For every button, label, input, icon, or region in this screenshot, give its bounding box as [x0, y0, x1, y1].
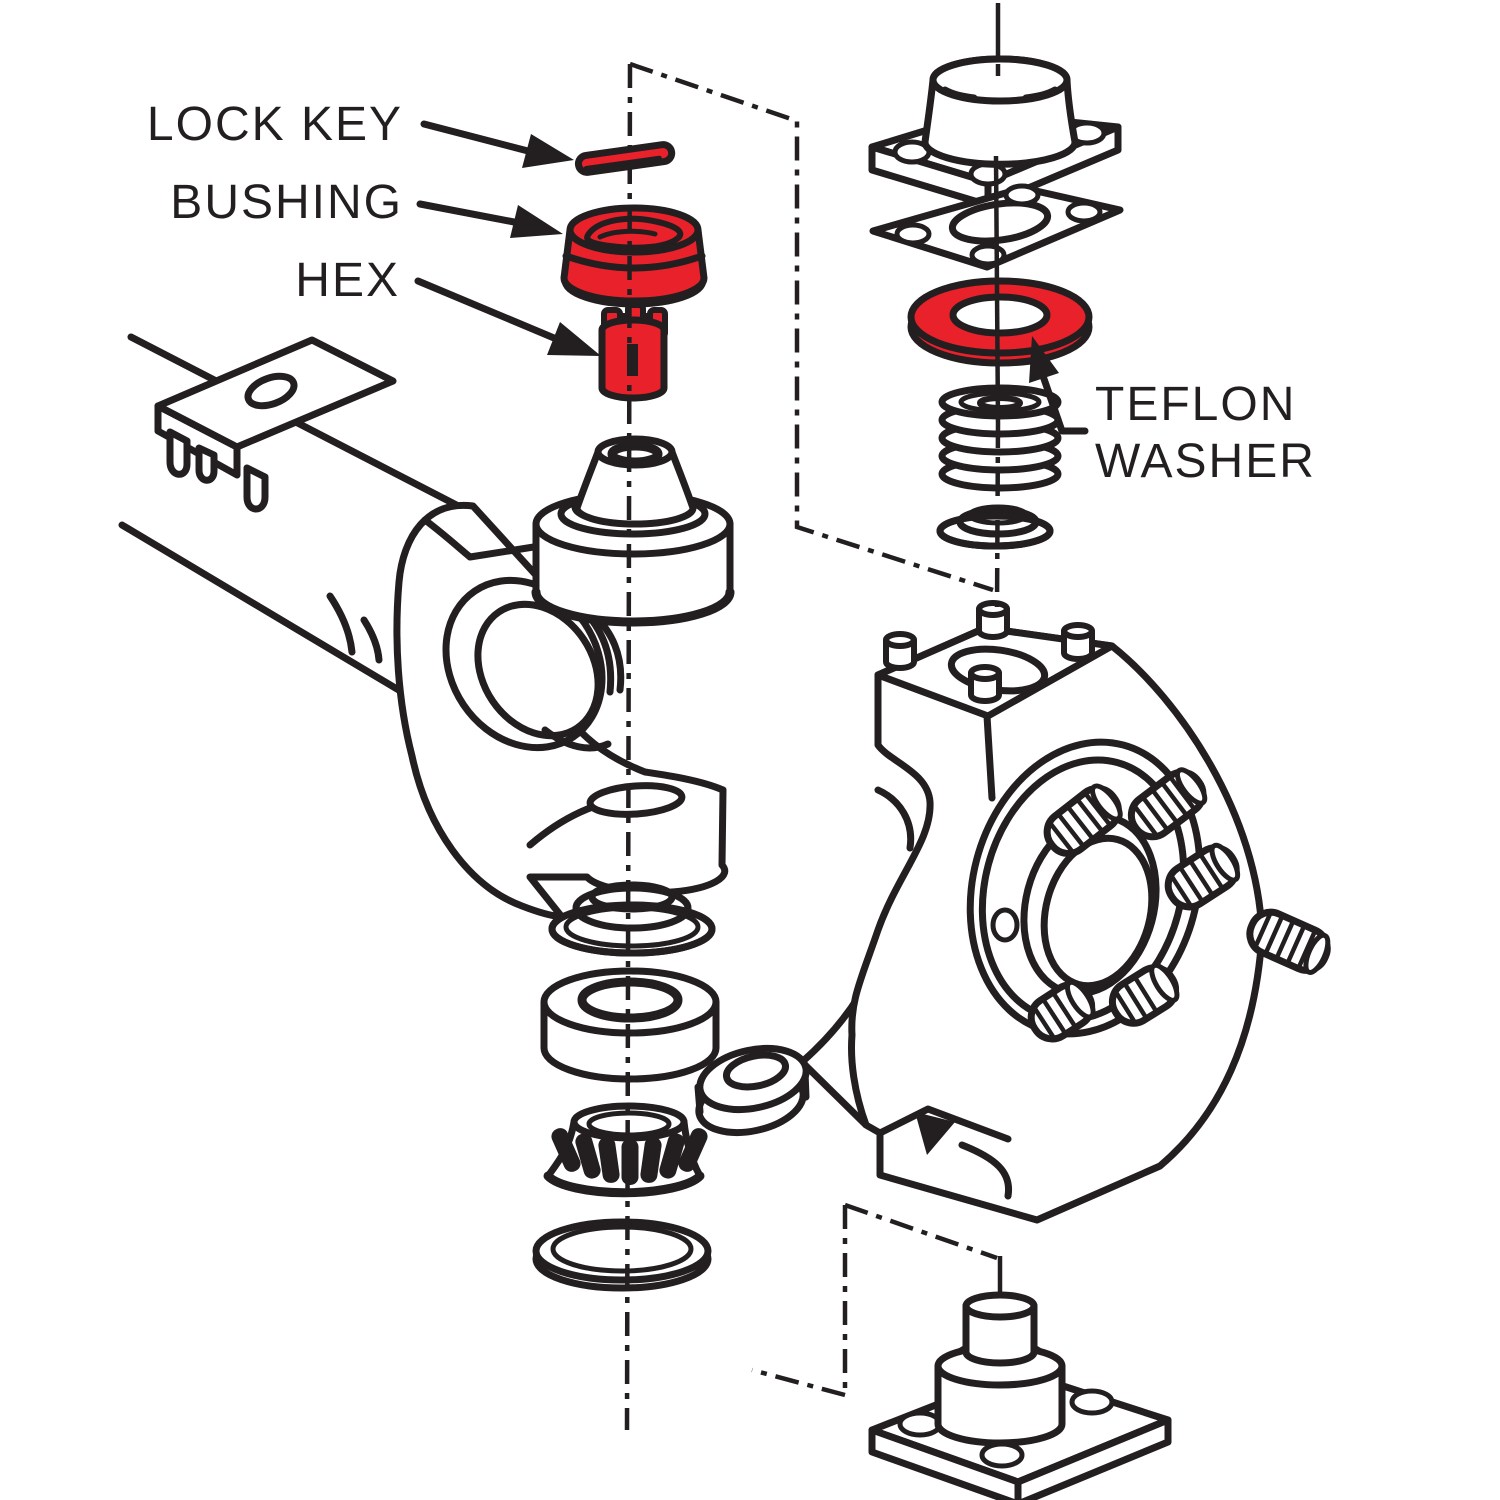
- bushing-leader: [416, 200, 518, 226]
- fold-line-bottom: [751, 1202, 998, 1398]
- fold-line-top: [629, 61, 994, 593]
- wheel-stud: [1127, 767, 1208, 841]
- seal-washer: [532, 1218, 712, 1292]
- wheel-stud: [1108, 962, 1180, 1027]
- axis-line-left: [624, 63, 633, 1431]
- bushing-part: [560, 204, 708, 308]
- boss-stud: [968, 664, 1002, 704]
- boss-stud: [883, 631, 917, 671]
- lock-key-leader: [420, 120, 532, 155]
- dome-washer: [936, 504, 1054, 550]
- label-teflon-washer-line1: TEFLON: [1095, 378, 1296, 431]
- hex-arrowhead-icon: [547, 322, 601, 356]
- caliper-bracket: [876, 1105, 1013, 1200]
- teflon-washer-leader: [1039, 372, 1089, 435]
- lower-kingpin-cap: [751, 1202, 1172, 1500]
- perch-hole: [244, 372, 298, 410]
- axis-line-right: [993, 3, 1001, 611]
- lock-key-arrowhead-icon: [522, 134, 574, 168]
- axle-yoke: [393, 435, 735, 921]
- bushing-arrowhead-icon: [510, 205, 563, 238]
- lock-key-part: [574, 141, 676, 176]
- callouts: LOCK KEY BUSHING HEX TEFLON WASHER: [147, 98, 1316, 488]
- dust-seal: [548, 881, 716, 957]
- steering-arm-eye: [722, 1051, 790, 1091]
- hex-leader: [414, 277, 558, 342]
- label-hex: HEX: [295, 254, 400, 307]
- tapered-roller-bearing: [543, 1102, 708, 1198]
- teflon-washer-part: [907, 277, 1093, 367]
- wheel-stud: [1164, 842, 1241, 911]
- wheel-stud: [1027, 979, 1096, 1043]
- label-bushing: BUSHING: [170, 176, 403, 229]
- yoke-lower-bore: [586, 782, 686, 818]
- bearing-rollers: [551, 1128, 708, 1185]
- boss-stud: [976, 600, 1010, 640]
- wheel-stud: [1246, 908, 1331, 975]
- wheel-stud: [1043, 783, 1123, 857]
- steering-knuckle: [848, 600, 1331, 1224]
- teflon-washer-arrowhead-icon: [1029, 336, 1059, 383]
- spring-perch: [154, 336, 397, 513]
- boss-stud: [1061, 622, 1095, 662]
- axle-tube: [118, 333, 474, 696]
- hex-nut-part: [598, 302, 668, 402]
- hex-castellation-slot: [627, 344, 638, 376]
- label-teflon-washer-line2: WASHER: [1095, 435, 1316, 488]
- label-lock-key: LOCK KEY: [147, 98, 403, 151]
- upper-cap: [921, 55, 1079, 168]
